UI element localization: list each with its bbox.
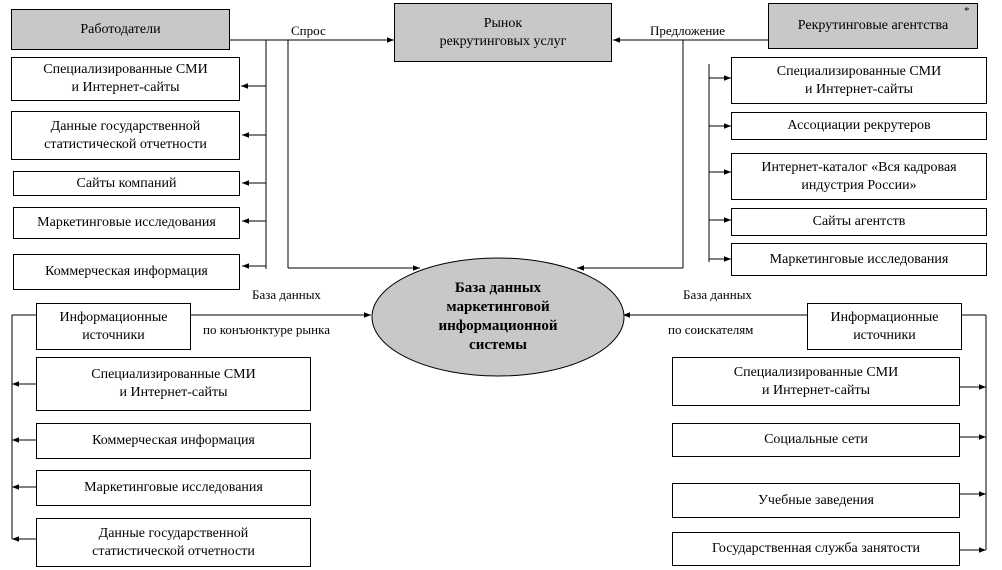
left-source-media: Специализированные СМИ и Интернет-сайты [36,357,311,411]
right-info-sources-box: Информационные источники [807,303,962,350]
employer-source-statistics: Данные государственной статистической от… [11,111,240,160]
agency-source-associations: Ассоциации рекрутеров [731,112,987,140]
employer-source-media: Специализированные СМИ и Интернет-сайты [11,57,240,101]
left-source-commercial: Коммерческая информация [36,423,311,459]
db-candidates-label-1: База данных [683,287,752,302]
employer-source-marketing: Маркетинговые исследования [13,207,240,239]
left-source-marketing: Маркетинговые исследования [36,470,311,506]
agency-source-marketing: Маркетинговые исследования [731,243,987,276]
right-source-education: Учебные заведения [672,483,960,518]
right-source-media: Специализированные СМИ и Интернет-сайты [672,357,960,406]
db-candidates-label-2: по соискателям [668,322,754,337]
right-source-employment-service: Государственная служба занятости [672,532,960,566]
left-source-statistics: Данные государственной статистической от… [36,518,311,567]
db-market-label-1: База данных [252,287,321,302]
demand-label: Спрос [291,23,326,38]
central-database-title: База данных маркетинговой информационной… [438,280,558,353]
employer-source-company-sites: Сайты компаний [13,171,240,196]
right-source-social: Социальные сети [672,423,960,457]
agency-source-agency-sites: Сайты агентств [731,208,987,236]
supply-label: Предложение [650,23,726,38]
agency-source-catalog: Интернет-каталог «Вся кадровая индустрия… [731,153,987,200]
left-info-sources-box: Информационные источники [36,303,191,350]
agency-source-media: Специализированные СМИ и Интернет-сайты [731,57,987,104]
market-box: Рынок рекрутинговых услуг [394,3,612,62]
central-database-ellipse [371,257,625,377]
employers-box: Работодатели [11,9,230,50]
db-market-label-2: по конъюнктуре рынка [203,322,330,337]
agencies-box: Рекрутинговые агентства [768,3,978,49]
employer-source-commercial: Коммерческая информация [13,254,240,290]
asterisk-mark: * [964,5,970,17]
